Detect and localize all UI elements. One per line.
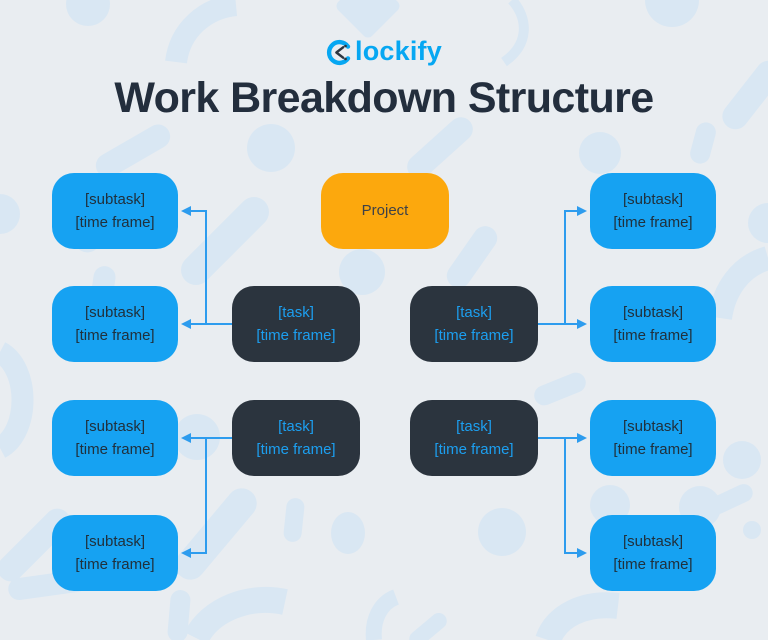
clockify-logo-icon — [326, 39, 351, 65]
task-timeframe: [time frame] — [434, 441, 514, 458]
subtask-box: [subtask] [time frame] — [590, 286, 716, 362]
subtask-timeframe: [time frame] — [613, 441, 693, 458]
arrowheads — [181, 206, 587, 558]
subtask-box: [subtask] [time frame] — [590, 400, 716, 476]
task-box: [task] [time frame] — [410, 286, 538, 362]
project-label: Project — [361, 202, 409, 220]
subtask-label: [subtask] — [622, 303, 684, 321]
task-label: [task] — [456, 303, 492, 321]
task-timeframe: [time frame] — [434, 327, 514, 344]
task-box: [task] [time frame] — [410, 400, 538, 476]
subtask-timeframe: [time frame] — [613, 327, 693, 344]
task-label: [task] — [278, 303, 314, 321]
task-box: [task] [time frame] — [232, 400, 360, 476]
subtask-box: [subtask] [time frame] — [52, 515, 178, 591]
subtask-label: [subtask] — [84, 190, 146, 208]
subtask-timeframe: [time frame] — [75, 441, 155, 458]
task-timeframe: [time frame] — [256, 327, 336, 344]
subtask-timeframe: [time frame] — [613, 556, 693, 573]
subtask-timeframe: [time frame] — [75, 327, 155, 344]
subtask-box: [subtask] [time frame] — [52, 400, 178, 476]
subtask-box: [subtask] [time frame] — [590, 515, 716, 591]
task-label: [task] — [456, 417, 492, 435]
subtask-box: [subtask] [time frame] — [52, 286, 178, 362]
subtask-label: [subtask] — [84, 532, 146, 550]
task-box: [task] [time frame] — [232, 286, 360, 362]
project-box: Project — [321, 173, 449, 249]
clockify-wordmark: lockify — [355, 35, 442, 66]
task-timeframe: [time frame] — [256, 441, 336, 458]
subtask-timeframe: [time frame] — [75, 556, 155, 573]
subtask-label: [subtask] — [622, 417, 684, 435]
subtask-label: [subtask] — [622, 532, 684, 550]
task-label: [task] — [278, 417, 314, 435]
subtask-label: [subtask] — [84, 417, 146, 435]
subtask-timeframe: [time frame] — [75, 214, 155, 231]
subtask-label: [subtask] — [622, 190, 684, 208]
subtask-label: [subtask] — [84, 303, 146, 321]
subtask-timeframe: [time frame] — [613, 214, 693, 231]
subtask-box: [subtask] [time frame] — [52, 173, 178, 249]
page-title: Work Breakdown Structure — [114, 74, 654, 122]
subtask-box: [subtask] [time frame] — [590, 173, 716, 249]
clockify-logo: lockify — [0, 36, 768, 68]
